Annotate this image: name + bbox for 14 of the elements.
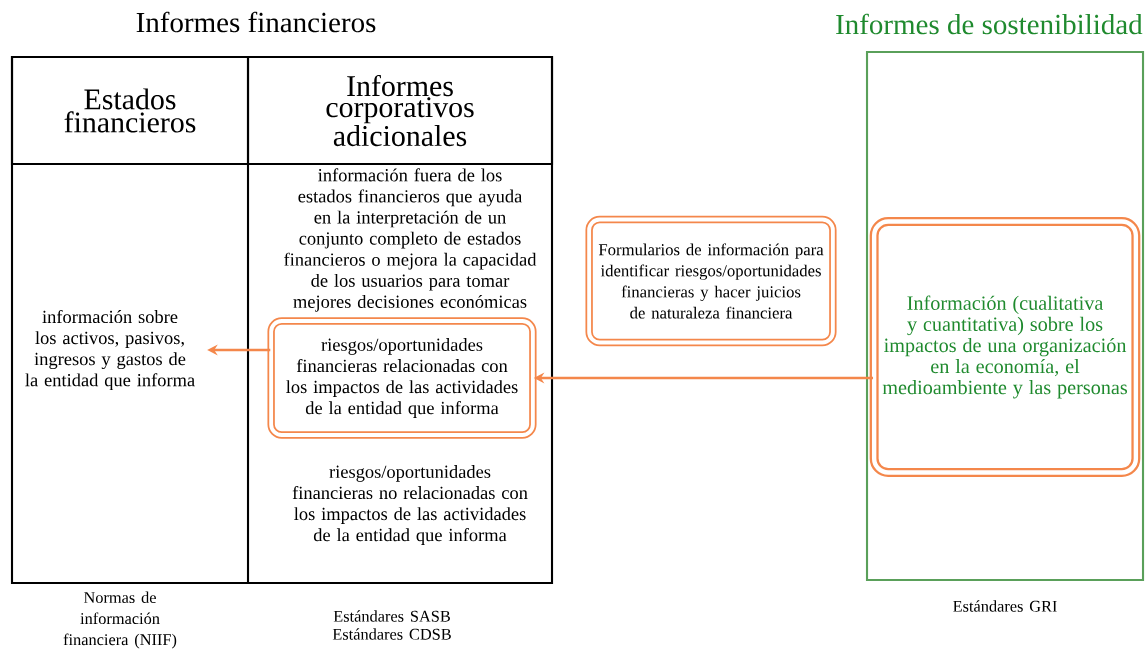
cell-text: Normas de información financiera (NIIF) <box>63 591 177 649</box>
rounded-box: Información (cualitativa y cuantitativa) sobre los impactos de una organización en la economía, el medioambiente y las personas <box>869 217 1141 477</box>
rounded-box: riesgos/oportunidades financieras relacionadas con los impactos de las actividades de la entidad que informa <box>267 317 537 439</box>
section-title: Informes de sostenibilidad <box>836 13 1143 35</box>
cell-text: información sobre los activos, pasivos, ingresos y gastos de la entidad que informa <box>25 309 195 391</box>
cell-text: Estándares GRI <box>953 600 1057 612</box>
header-cell: Estados financieros <box>10 55 250 166</box>
table-title: Informes financieros <box>136 11 376 33</box>
cell-text: Estándares CDSB <box>332 628 451 640</box>
cell-text: información fuera de los estados financieros que ayuda en la interpretación de un conjunto completo de estados financieros o mejora la capacidad de los usuarios para tomar mejores decisiones económicas <box>284 168 537 312</box>
cell-text: Estándares SASB <box>333 610 450 622</box>
cell-text: riesgos/oportunidades financieras no relacionadas con los impactos de las actividades de la entidad que informa <box>292 465 528 545</box>
rounded-box: Formularios de información para identificar riesgos/oportunidades financieras y hacer juicios de naturaleza financiera <box>585 215 837 347</box>
header-cell: Informes corporativos adicionales <box>246 55 554 166</box>
